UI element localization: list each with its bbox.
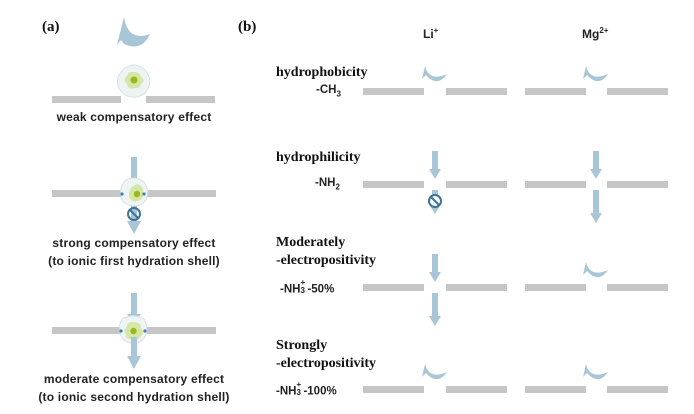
membrane-segment-left [525, 386, 586, 393]
caption-detail: (to ionic first hydration shell) [48, 254, 220, 268]
rejected-arrow-icon [583, 364, 608, 380]
cell-mg-row-1 [525, 66, 668, 95]
pass-arrow-icon [429, 254, 441, 326]
group-superscript: + [300, 278, 306, 287]
caption: moderate compensatory effect [43, 372, 225, 386]
cell-li-row-4 [363, 364, 507, 393]
group-subscript: 3 [336, 89, 341, 99]
caption: strong compensatory effect [52, 236, 216, 250]
membrane-segment-left [525, 181, 586, 188]
panel-a-label: (a) [42, 19, 60, 35]
membrane-segment-right [446, 386, 507, 393]
functional-group-label: -NH+3-50% [280, 278, 335, 296]
binding-site-dot [119, 329, 123, 333]
group-text: -CH [316, 84, 337, 96]
membrane-segment-right [146, 96, 215, 103]
membrane-segment-left [52, 327, 122, 334]
caption: weak compensatory effect [56, 110, 212, 124]
cell-li-row-1 [363, 66, 507, 95]
membrane-segment-right [446, 88, 507, 95]
group-superscript: + [296, 380, 302, 389]
rejected-arrow-icon [583, 262, 608, 278]
ion-charge: + [433, 26, 439, 35]
membrane-segment-left [363, 181, 424, 188]
column-header-mg: Mg2+ [582, 26, 609, 42]
rejected-arrow-icon [422, 364, 447, 380]
group-subscript: 3 [296, 388, 301, 397]
membrane-segment-left [525, 284, 586, 291]
functional-group-label: -CH3 [316, 84, 341, 99]
ion-symbol: Mg [582, 27, 600, 41]
binding-site-dot [143, 329, 147, 333]
binding-site-dot [142, 192, 146, 196]
column-header-li: Li+ [423, 26, 439, 42]
cell-mg-row-2 [525, 151, 668, 223]
cell-li-row-3 [363, 254, 507, 326]
membrane-segment-right [607, 284, 668, 291]
ion-charge: 2+ [599, 26, 609, 35]
row-title-line2: -electropositivity [276, 253, 377, 268]
caption-detail: (to ionic second hydration shell) [38, 390, 230, 404]
cell-mg-row-3 [525, 262, 668, 291]
row-title: Strongly [276, 338, 328, 353]
panel-b-label: (b) [238, 19, 257, 35]
group-text: -NH [276, 385, 297, 398]
functional-group-label: -NH2 [315, 177, 340, 192]
group-percent: -100% [303, 385, 337, 398]
blocked-arrow-icon [428, 151, 442, 214]
row-title-line2: -electropositivity [276, 356, 377, 371]
group-text: -NH [280, 283, 301, 296]
membrane-segment-right [146, 190, 216, 197]
group-sub-sup: +3 [296, 380, 303, 397]
membrane-segment-right [607, 386, 668, 393]
membrane-segment-right [446, 284, 507, 291]
row-title: hydrophobicity [276, 65, 368, 80]
pass-arrow-icon [590, 151, 602, 223]
membrane-segment-left [52, 96, 121, 103]
ion-symbol: Li [423, 27, 434, 41]
group-text: -NH [315, 177, 336, 189]
membrane-segment-right [146, 327, 216, 334]
group-percent: -50% [307, 283, 335, 296]
membrane-segment-left [363, 386, 424, 393]
membrane-segment-left [363, 88, 424, 95]
membrane-segment-left [525, 88, 586, 95]
group-sub-sup: +3 [300, 278, 307, 295]
rejected-arrow-icon [422, 66, 447, 82]
functional-group-label: -NH+3-100% [276, 380, 337, 398]
cell-li-row-2 [363, 151, 507, 214]
cell-mg-row-4 [525, 364, 668, 393]
row-title: hydrophilicity [276, 150, 361, 165]
membrane-segment-right [446, 181, 507, 188]
row-title: Moderately [276, 235, 346, 250]
membrane-segment-left [363, 284, 424, 291]
blocked-icon [428, 194, 442, 208]
group-subscript: 2 [335, 182, 340, 192]
membrane-segment-right [607, 181, 668, 188]
membrane-segment-right [607, 88, 668, 95]
group-subscript: 3 [300, 286, 305, 295]
membrane-segment-left [52, 190, 122, 197]
binding-site-dot [120, 192, 124, 196]
rejected-arrow-icon [583, 66, 608, 82]
